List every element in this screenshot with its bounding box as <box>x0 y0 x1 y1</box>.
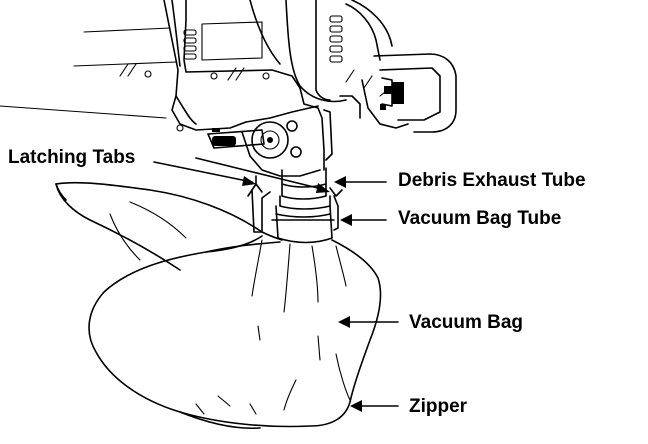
zipper-arrowhead <box>350 400 362 412</box>
latch-arrowhead-left <box>242 176 256 186</box>
vtube-arrowhead <box>340 214 352 226</box>
vacuum-bag-tube-label: Vacuum Bag Tube <box>398 208 562 229</box>
latch-leader-left <box>153 161 253 183</box>
latch-leader-right <box>195 157 327 191</box>
callout-arrows <box>153 157 399 412</box>
vacuum-bag <box>55 181 382 430</box>
vacuum-bag-label: Vacuum Bag <box>409 312 524 333</box>
tube-column <box>175 87 333 177</box>
debris-exhaust-tube-label: Debris Exhaust Tube <box>398 170 586 191</box>
latching-tabs <box>247 175 343 233</box>
zipper-label: Zipper <box>409 396 468 417</box>
tool-body <box>0 0 457 133</box>
vacuum-bag-tube <box>271 205 335 244</box>
latching-tabs-label: Latching Tabs <box>8 147 136 168</box>
latch-arrowhead-right <box>316 183 330 193</box>
vbag-arrowhead <box>338 316 350 328</box>
debris-arrowhead <box>334 176 346 188</box>
